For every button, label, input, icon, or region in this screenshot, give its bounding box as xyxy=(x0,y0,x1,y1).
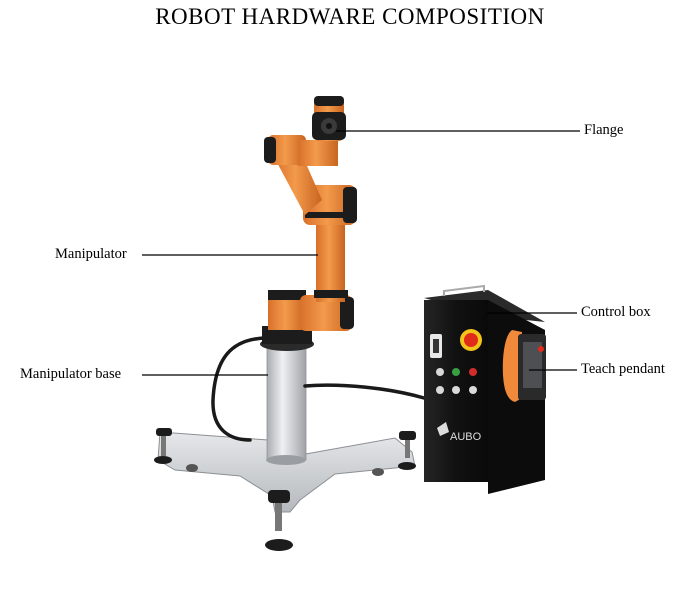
aubo-logo: AUBO xyxy=(437,422,482,443)
stand-pillar xyxy=(266,344,307,461)
label-manipulator-base: Manipulator base xyxy=(20,366,122,382)
label-teach-pendant: Teach pendant xyxy=(581,361,665,377)
indicator-buttons xyxy=(436,368,477,394)
manipulator-stand xyxy=(154,344,416,551)
label-control-box: Control box xyxy=(581,304,651,320)
robot-manipulator xyxy=(260,96,357,351)
cables xyxy=(211,336,426,442)
diagram-title: ROBOT HARDWARE COMPOSITION xyxy=(155,4,545,29)
svg-text:AUBO: AUBO xyxy=(450,431,482,443)
label-manipulator: Manipulator xyxy=(55,246,127,262)
label-flange: Flange xyxy=(584,122,624,138)
leveling-feet xyxy=(154,428,416,551)
stand-casters xyxy=(186,464,384,476)
teach-pendant xyxy=(502,330,546,402)
leader-lines xyxy=(142,130,580,376)
emergency-stop-button xyxy=(460,329,482,351)
